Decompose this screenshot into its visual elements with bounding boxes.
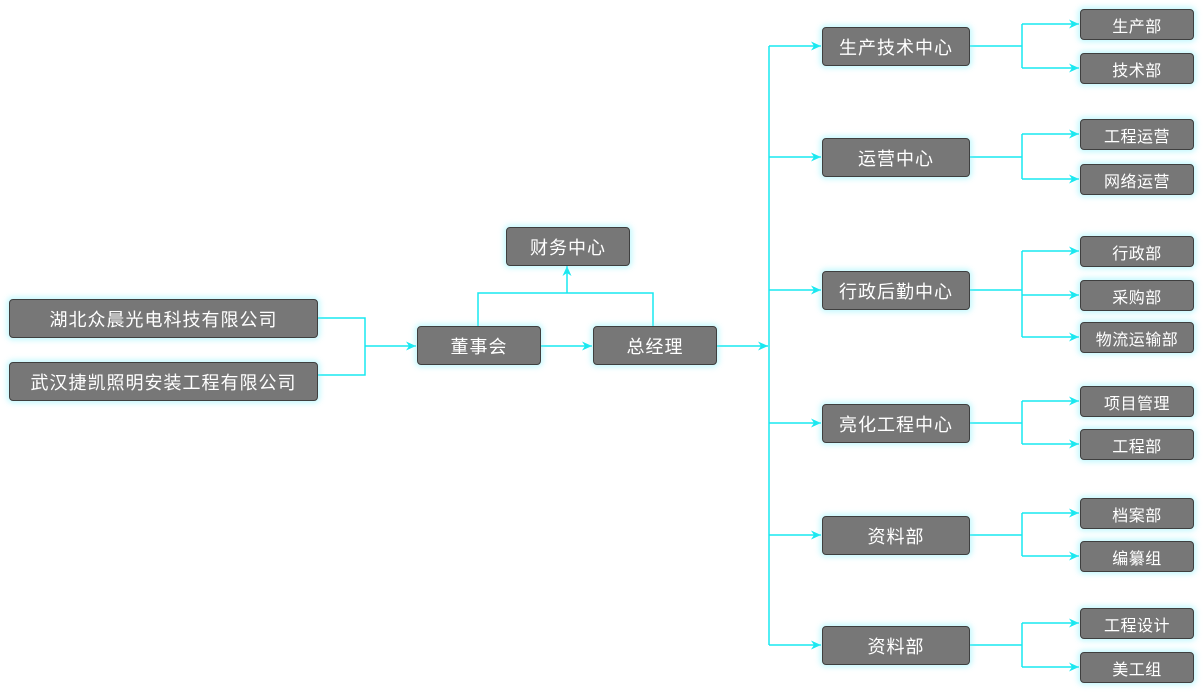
dept-label: 工程设计 — [1103, 615, 1170, 635]
center-node-production-tech[interactable]: 生产技术中心 — [822, 27, 970, 66]
center-label: 生产技术中心 — [839, 37, 953, 59]
dept-node-network-ops[interactable]: 网络运营 — [1080, 164, 1194, 195]
dept-label: 档案部 — [1112, 505, 1162, 525]
dept-node-engineering[interactable]: 工程部 — [1080, 429, 1194, 460]
center-label: 资料部 — [867, 636, 925, 658]
board-label: 董事会 — [450, 336, 508, 358]
arrowhead-icon — [1069, 618, 1079, 628]
finance-center-label: 财务中心 — [530, 237, 606, 259]
dept-label: 网络运营 — [1103, 171, 1170, 191]
arrowhead-icon — [1069, 332, 1079, 342]
arrowhead-icon — [811, 530, 821, 540]
arrowhead-icon — [758, 341, 768, 351]
arrowhead-icon — [582, 341, 592, 351]
dept-node-procurement[interactable]: 采购部 — [1080, 280, 1194, 311]
arrowhead-icon — [562, 266, 572, 276]
arrowhead-icon — [811, 640, 821, 650]
dept-label: 物流运输部 — [1095, 329, 1179, 349]
finance-center-node[interactable]: 财务中心 — [506, 227, 630, 266]
arrowhead-icon — [811, 41, 821, 51]
arrowhead-icon — [1069, 290, 1079, 300]
connector-finance-bracket — [477, 292, 654, 326]
company-label: 湖北众晨光电科技有限公司 — [49, 309, 278, 331]
dept-node-engineering-design[interactable]: 工程设计 — [1080, 608, 1194, 639]
dept-node-technology[interactable]: 技术部 — [1080, 53, 1194, 84]
center-node-documents-2[interactable]: 资料部 — [822, 626, 970, 665]
general-manager-label: 总经理 — [626, 336, 684, 358]
arrowhead-icon — [1069, 439, 1079, 449]
dept-label: 美工组 — [1112, 659, 1162, 679]
general-manager-node[interactable]: 总经理 — [593, 326, 717, 365]
arrowhead-icon — [1069, 662, 1079, 672]
company-node-wuhan[interactable]: 武汉捷凯照明安装工程有限公司 — [9, 362, 318, 401]
center-node-admin-logistics[interactable]: 行政后勤中心 — [822, 271, 970, 310]
center-label: 行政后勤中心 — [839, 281, 953, 303]
arrowhead-icon — [1069, 508, 1079, 518]
arrowhead-icon — [1069, 19, 1079, 29]
dept-label: 编纂组 — [1112, 548, 1162, 568]
center-node-operations[interactable]: 运营中心 — [822, 138, 970, 177]
dept-node-administration[interactable]: 行政部 — [1080, 236, 1194, 267]
connector-companies — [318, 317, 366, 376]
board-node[interactable]: 董事会 — [417, 326, 541, 365]
dept-node-art[interactable]: 美工组 — [1080, 652, 1194, 683]
dept-label: 采购部 — [1112, 287, 1162, 307]
arrowhead-icon — [1069, 174, 1079, 184]
dept-label: 项目管理 — [1103, 393, 1170, 413]
arrowhead-icon — [811, 152, 821, 162]
company-node-hubei[interactable]: 湖北众晨光电科技有限公司 — [9, 299, 318, 338]
dept-label: 技术部 — [1112, 60, 1162, 80]
center-label: 资料部 — [867, 526, 925, 548]
dept-node-logistics[interactable]: 物流运输部 — [1080, 322, 1194, 353]
arrowhead-icon — [1069, 396, 1079, 406]
arrowhead-icon — [1069, 63, 1079, 73]
arrowhead-icon — [811, 418, 821, 428]
dept-node-project-management[interactable]: 项目管理 — [1080, 386, 1194, 417]
dept-node-archives[interactable]: 档案部 — [1080, 498, 1194, 529]
dept-label: 工程运营 — [1103, 126, 1170, 146]
dept-label: 生产部 — [1112, 16, 1162, 36]
arrowhead-icon — [811, 285, 821, 295]
dept-node-engineering-ops[interactable]: 工程运营 — [1080, 119, 1194, 150]
dept-label: 工程部 — [1112, 436, 1162, 456]
arrowhead-icon — [1069, 551, 1079, 561]
center-node-lighting-engineering[interactable]: 亮化工程中心 — [822, 404, 970, 443]
center-label: 亮化工程中心 — [839, 414, 953, 436]
dept-node-production[interactable]: 生产部 — [1080, 9, 1194, 40]
arrowhead-icon — [1069, 246, 1079, 256]
arrowhead-icon — [1069, 129, 1079, 139]
arrowhead-icon — [406, 341, 416, 351]
dept-label: 行政部 — [1112, 243, 1162, 263]
center-node-documents-1[interactable]: 资料部 — [822, 516, 970, 555]
company-label: 武汉捷凯照明安装工程有限公司 — [30, 372, 297, 394]
center-label: 运营中心 — [858, 148, 934, 170]
dept-node-editorial[interactable]: 编纂组 — [1080, 541, 1194, 572]
